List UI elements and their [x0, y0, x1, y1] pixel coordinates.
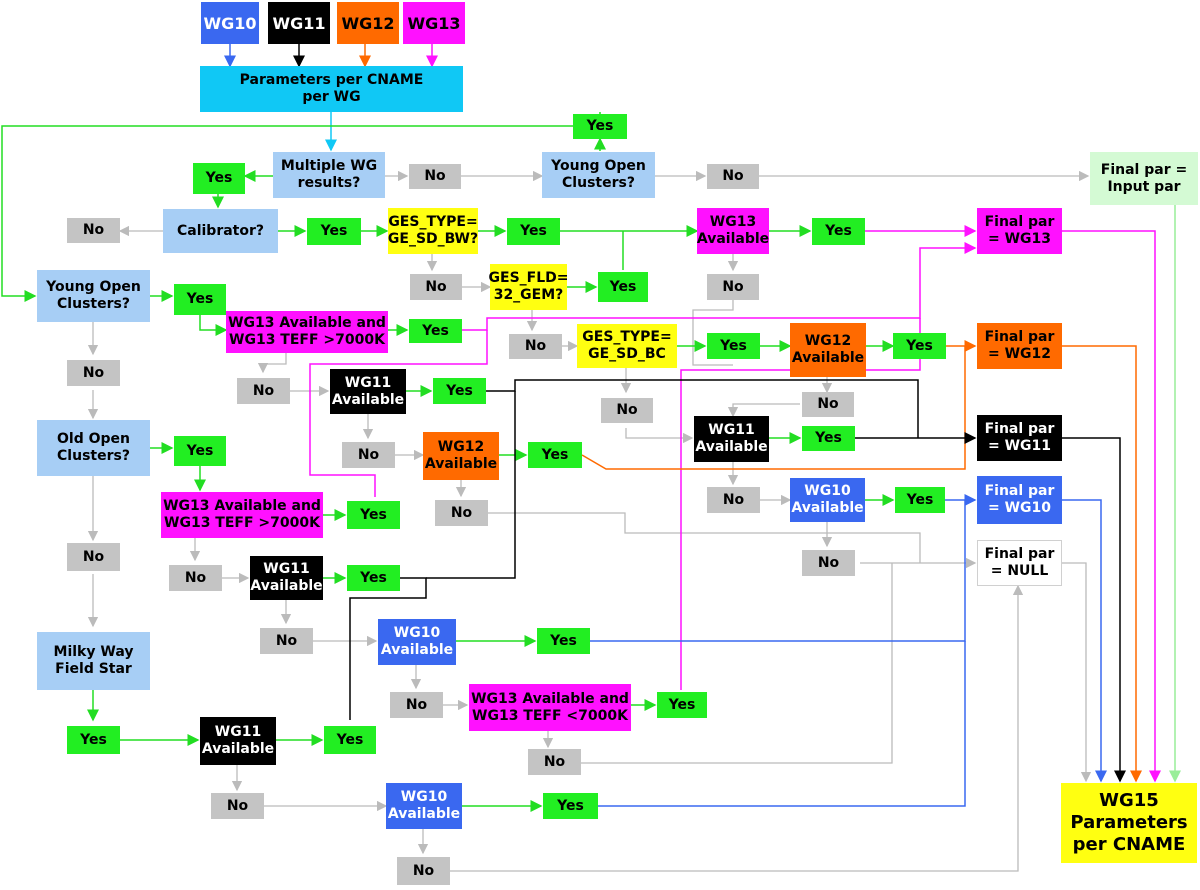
- no-calibrator-box: No: [67, 218, 120, 243]
- yes-young-open-top-box: Yes: [573, 114, 627, 139]
- young-open-clusters-top-decision: Young Open Clusters?: [542, 152, 655, 198]
- final-par-wg12-box: Final par = WG12: [977, 323, 1062, 369]
- no-wg11-available-c-box: No: [260, 628, 313, 654]
- no-wg10-available-a-box: No: [802, 550, 855, 576]
- source-connectors: [224, 44, 438, 152]
- final-par-wg11-box: Final par = WG11: [977, 415, 1062, 461]
- yes-wg13-teff-a-box: Yes: [409, 319, 462, 343]
- yes-young-open-left-box: Yes: [174, 284, 226, 315]
- yes-wg12-available-a-box: Yes: [893, 333, 946, 359]
- wg13-available-a-decision: WG13 Available: [697, 208, 769, 254]
- no-wg13-teff-a-box: No: [237, 378, 290, 404]
- wg11-available-d-decision: WG11 Available: [200, 717, 276, 765]
- wg13-teff-above-7000k-b-decision: WG13 Available and WG13 TEFF >7000K: [161, 492, 323, 538]
- final-par-input-par-box: Final par = Input par: [1090, 152, 1198, 205]
- yes-wg11-available-d-box: Yes: [324, 726, 376, 754]
- yes-wg11-available-c-box: Yes: [347, 565, 400, 591]
- no-old-open-clusters-box: No: [67, 543, 120, 571]
- yes-wg11-available-b-box: Yes: [802, 426, 855, 451]
- wg10-available-b-decision: WG10 Available: [378, 619, 456, 665]
- result-connectors: [309, 205, 1181, 807]
- yes-calibrator-box: Yes: [307, 218, 361, 245]
- yes-wg13-teff-below-box: Yes: [657, 692, 707, 718]
- wg11-available-a-decision: WG11 Available: [330, 369, 406, 414]
- old-open-clusters-decision: Old Open Clusters?: [37, 420, 150, 476]
- yes-wg10-available-b-box: Yes: [537, 628, 590, 654]
- no-young-open-left-box: No: [67, 360, 120, 386]
- multiple-wg-results-decision: Multiple WG results?: [273, 152, 385, 198]
- ges-type-bc-decision: GES_TYPE= GE_SD_BC: [577, 324, 677, 368]
- yes-ges-bc-box: Yes: [707, 333, 760, 359]
- final-par-wg13-box: Final par = WG13: [977, 208, 1062, 254]
- yes-multiple-wg-box: Yes: [193, 163, 245, 194]
- wg12-available-a-decision: WG12 Available: [790, 323, 866, 377]
- no-ges-fld-box: No: [509, 334, 562, 359]
- yes-wg13-teff-b-box: Yes: [347, 501, 400, 529]
- no-wg13-teff-b-box: No: [169, 565, 222, 591]
- yes-milky-way-box: Yes: [67, 726, 120, 754]
- yes-ges-bw-box: Yes: [507, 218, 560, 245]
- yes-wg12-available-b-box: Yes: [528, 442, 582, 468]
- no-ges-bw-box: No: [410, 274, 462, 300]
- wg12-source-box: WG12: [337, 2, 399, 44]
- wg11-available-c-decision: WG11 Available: [250, 556, 323, 600]
- no-wg10-available-c-box: No: [397, 857, 450, 885]
- wg11-source-box: WG11: [268, 2, 330, 44]
- no-wg12-available-a-box: No: [802, 392, 854, 417]
- yes-ges-fld-box: Yes: [598, 272, 648, 302]
- wg15-parameters-per-cname-box: WG15 Parameters per CNAME: [1061, 783, 1197, 863]
- wg13-teff-below-7000k-decision: WG13 Available and WG13 TEFF <7000K: [469, 684, 631, 731]
- ges-fld-32-gem-decision: GES_FLD= 32_GEM?: [489, 264, 569, 310]
- milky-way-field-star-decision: Milky Way Field Star: [37, 632, 150, 690]
- calibrator-decision: Calibrator?: [163, 209, 278, 253]
- wg13-teff-above-7000k-a-decision: WG13 Available and WG13 TEFF >7000K: [226, 311, 388, 353]
- final-par-null-box: Final par = NULL: [977, 540, 1062, 586]
- wg12-available-b-decision: WG12 Available: [423, 432, 499, 480]
- no-wg13-available-a-box: No: [707, 274, 759, 300]
- wg10-source-box: WG10: [201, 2, 259, 44]
- grey-connectors: [87, 170, 1092, 872]
- yes-wg13-available-a-box: Yes: [812, 218, 865, 245]
- no-wg10-available-b-box: No: [390, 692, 443, 718]
- parameters-per-cname-box: Parameters per CNAME per WG: [200, 66, 463, 112]
- no-wg11-available-a-box: No: [342, 442, 395, 468]
- wg11-available-b-decision: WG11 Available: [694, 416, 769, 462]
- no-young-open-top-box: No: [707, 164, 759, 189]
- no-wg12-available-b-box: No: [435, 500, 488, 526]
- ges-type-bw-decision: GES_TYPE= GE_SD_BW?: [388, 208, 478, 254]
- no-multiple-wg-box: No: [409, 164, 461, 189]
- yes-wg11-available-a-box: Yes: [433, 378, 486, 404]
- no-wg11-available-b-box: No: [707, 487, 760, 513]
- no-ges-bc-box: No: [601, 398, 653, 423]
- no-wg13-teff-below-box: No: [528, 749, 581, 775]
- wg13-source-box: WG13: [403, 2, 465, 44]
- yes-wg10-available-a-box: Yes: [895, 487, 945, 513]
- final-par-wg10-box: Final par = WG10: [977, 476, 1062, 524]
- no-wg11-available-d-box: No: [211, 793, 264, 819]
- wg10-available-a-decision: WG10 Available: [790, 478, 865, 522]
- yes-old-open-clusters-box: Yes: [174, 436, 226, 466]
- young-open-clusters-left-decision: Young Open Clusters?: [37, 270, 150, 322]
- yes-wg10-available-c-box: Yes: [543, 793, 598, 819]
- wg10-available-c-decision: WG10 Available: [386, 783, 462, 829]
